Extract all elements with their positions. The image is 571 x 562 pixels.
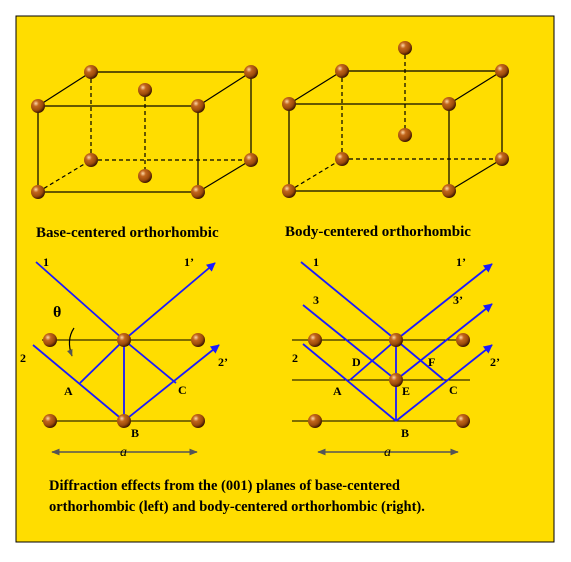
right-ray-3-out — [395, 303, 493, 381]
atom-sphere-icon — [43, 414, 57, 428]
right-label-ray-1: 1 — [313, 255, 319, 269]
right-spacing-label: a — [384, 445, 391, 460]
body-centered-title: Body-centered orthorhombic — [285, 224, 471, 240]
atom-sphere-icon — [495, 152, 509, 166]
atom-sphere-icon — [456, 333, 470, 347]
right-ray-2-in — [302, 343, 397, 422]
right-label-point-e: E — [402, 384, 410, 398]
right-perp-d — [349, 339, 397, 381]
atom-sphere-icon — [398, 128, 412, 142]
body-centered-cell — [288, 48, 503, 192]
left-label-ray-2: 2 — [20, 351, 26, 365]
left-label-ray-1-out: 1’ — [184, 255, 194, 269]
left-label-point-c: C — [178, 383, 187, 397]
atom-sphere-icon — [191, 333, 205, 347]
right-label-ray-3: 3 — [313, 293, 319, 307]
base-centered-atoms — [31, 65, 258, 199]
body-cell-edge-tl — [288, 70, 343, 105]
atom-sphere-icon — [244, 65, 258, 79]
left-label-point-a: A — [64, 384, 73, 398]
right-ray-3-in — [302, 304, 397, 381]
left-label-ray-1: 1 — [43, 255, 49, 269]
right-label-point-f: F — [428, 355, 435, 369]
right-label-ray-3-out: 3’ — [453, 293, 463, 307]
atom-sphere-icon — [138, 169, 152, 183]
atom-sphere-icon — [282, 97, 296, 111]
atom-sphere-icon — [244, 153, 258, 167]
body-cell-front-face — [288, 103, 450, 192]
right-ray-2-out — [395, 344, 493, 422]
atom-sphere-icon — [31, 99, 45, 113]
atom-sphere-icon — [138, 83, 152, 97]
atom-sphere-icon — [456, 414, 470, 428]
right-label-ray-2-out: 2’ — [490, 355, 500, 369]
caption-line-2: orthorhombic (left) and body-centered or… — [49, 499, 425, 515]
left-spacing-label: a — [120, 445, 127, 460]
right-label-ray-1-out: 1’ — [456, 255, 466, 269]
left-diffraction-diagram: 1 1’ θ 2 2’ A C B a — [20, 255, 228, 460]
base-centered-cell — [37, 71, 252, 193]
right-ray-1-out — [395, 263, 493, 341]
left-label-theta: θ — [53, 304, 61, 321]
base-cell-hidden-bl — [37, 159, 92, 193]
left-perp-a — [79, 339, 125, 384]
left-perp-c — [123, 339, 177, 384]
atom-sphere-icon — [389, 333, 403, 347]
atom-sphere-icon — [117, 333, 131, 347]
atom-sphere-icon — [442, 97, 456, 111]
atom-sphere-icon — [117, 414, 131, 428]
body-centered-atoms — [282, 41, 509, 198]
right-label-point-d: D — [352, 355, 361, 369]
atom-sphere-icon — [495, 64, 509, 78]
left-ray-1-in — [35, 261, 125, 341]
right-label-point-c: C — [449, 383, 458, 397]
right-label-point-a: A — [333, 384, 342, 398]
caption-line-1: Diffraction effects from the (001) plane… — [49, 478, 400, 494]
base-cell-edge-tl — [37, 71, 92, 107]
atom-sphere-icon — [191, 99, 205, 113]
atom-sphere-icon — [308, 333, 322, 347]
atom-sphere-icon — [191, 414, 205, 428]
base-cell-edge-tr — [197, 71, 252, 107]
body-cell-edge-tr — [448, 70, 503, 105]
atom-sphere-icon — [308, 414, 322, 428]
atom-sphere-icon — [335, 152, 349, 166]
left-ray-2-in — [32, 344, 125, 422]
left-ray-1-out — [123, 262, 216, 341]
atom-sphere-icon — [31, 185, 45, 199]
atom-sphere-icon — [191, 185, 205, 199]
atom-sphere-icon — [389, 373, 403, 387]
atom-sphere-icon — [442, 184, 456, 198]
body-cell-edge-br — [448, 158, 503, 192]
right-ray-1-in — [300, 261, 397, 341]
body-cell-hidden-bl — [288, 158, 343, 192]
left-theta-arc-icon — [67, 327, 75, 357]
base-cell-front-face — [37, 105, 199, 193]
atom-sphere-icon — [398, 41, 412, 55]
left-label-point-b: B — [131, 426, 139, 440]
left-ray-2-out — [123, 344, 220, 422]
atom-sphere-icon — [84, 153, 98, 167]
left-label-ray-2-out: 2’ — [218, 355, 228, 369]
base-cell-edge-br — [197, 159, 252, 193]
right-label-point-b: B — [401, 426, 409, 440]
atom-sphere-icon — [282, 184, 296, 198]
right-label-ray-2: 2 — [292, 351, 298, 365]
right-diffraction-diagram: 1 1’ 3 3’ 2 2’ D F A E C B a — [292, 255, 500, 460]
atom-sphere-icon — [84, 65, 98, 79]
base-centered-title: Base-centered orthorhombic — [36, 225, 219, 241]
atom-sphere-icon — [335, 64, 349, 78]
atom-sphere-icon — [43, 333, 57, 347]
